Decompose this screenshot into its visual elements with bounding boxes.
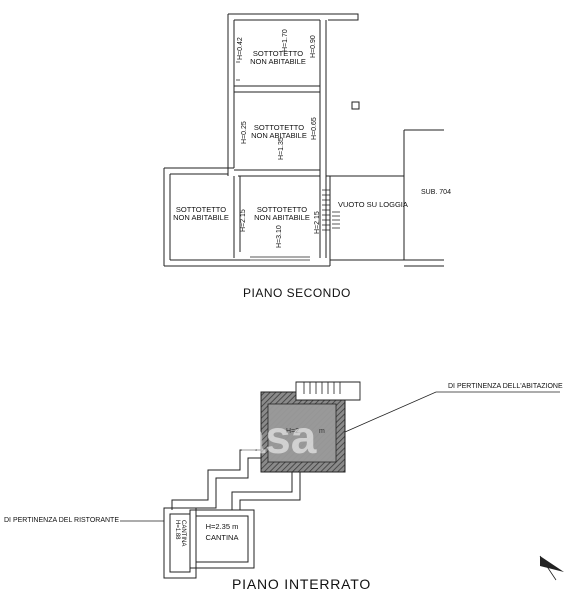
room-label-line1: SOTTOTETTO — [256, 205, 308, 214]
room-label-line2: NON ABITABILE — [254, 212, 310, 222]
height-label: H=3.10 — [276, 225, 283, 248]
room-label-line1: SOTTOTETTO — [252, 49, 304, 58]
small-cantina-height: H=1.88 — [174, 520, 180, 540]
height-label: H=0.90 — [310, 35, 317, 58]
floor-title-piano-secondo: PIANO SECONDO — [243, 286, 351, 300]
loggia-label: VUOTO SU LOGGIA — [338, 200, 408, 209]
stair-marks — [322, 189, 340, 231]
piano-interrato-walls — [120, 381, 564, 581]
upper-room-height-label: H=2. m — [286, 428, 325, 435]
small-cantina-height-label: H=1.88 — [174, 520, 180, 540]
height-label: H=2.15 — [240, 209, 247, 232]
height-label: H=0.65 — [311, 117, 318, 140]
height-label: H=1.35 — [278, 137, 285, 160]
cantina-room-label: H=2.35 m CANTINA — [200, 523, 244, 541]
sub-label: SUB. 704 — [421, 189, 451, 196]
pertinenza-ristorante-label: DI PERTINENZA DEL RISTORANTE — [4, 517, 120, 524]
height-label: H=0.25 — [241, 121, 248, 144]
small-cantina-label: CANTINA — [180, 520, 186, 546]
floor-title-piano-interrato: PIANO INTERRATO — [232, 576, 372, 592]
small-cantina-name: CANTINA — [180, 520, 186, 547]
height-label: H=0.42 — [237, 37, 244, 60]
room-label-line1: SOTTOTETTO — [175, 205, 227, 214]
upper-room-height: H=2. — [286, 428, 301, 435]
room-label-line2: NON ABITABILE — [173, 212, 229, 222]
height-label: H=2.15 — [314, 211, 321, 234]
room-label-attic-left: SOTTOTETTO NON ABITABILE — [170, 206, 232, 221]
piano-secondo-walls — [163, 13, 444, 267]
upper-room-unit: m — [318, 428, 325, 435]
room-label-attic-middle: SOTTOTETTO NON ABITABILE — [242, 124, 316, 139]
pertinenza-abitazione-label: DI PERTINENZA DELL'ABITAZIONE — [448, 383, 563, 390]
room-label-attic-top: SOTTOTETTO NON ABITABILE — [246, 50, 310, 65]
room-label-line1: SOTTOTETTO — [253, 123, 305, 132]
height-label: H=1.70 — [282, 29, 289, 52]
cantina-height: H=2.35 m — [205, 522, 239, 531]
room-label-line2: NON ABITABILE — [250, 56, 306, 66]
room-label-line2: NON ABITABILE — [251, 130, 307, 140]
cantina-label: CANTINA — [205, 532, 239, 542]
room-label-attic-lower: SOTTOTETTO NON ABITABILE — [244, 206, 320, 221]
watermark: casa — [214, 411, 317, 463]
